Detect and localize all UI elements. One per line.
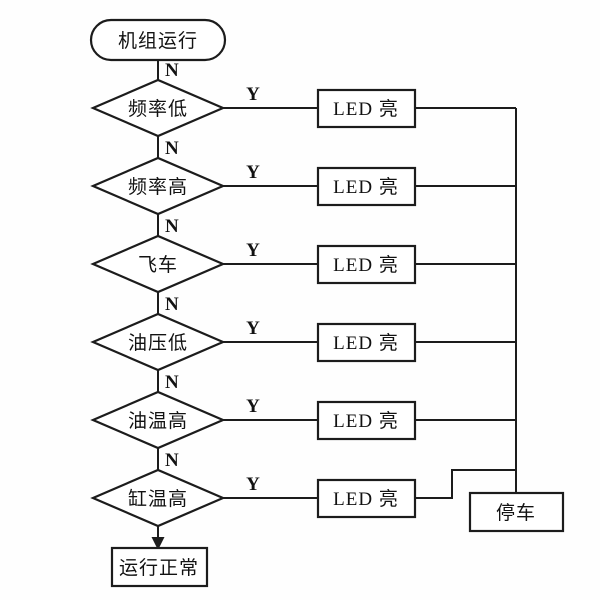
yes-branch-label: Y xyxy=(246,84,260,105)
start-node: 机组运行 xyxy=(89,18,227,62)
stop-label: 停车 xyxy=(496,502,536,524)
no-branch-label: N xyxy=(165,294,179,315)
led-action-label: LED 亮 xyxy=(333,410,399,432)
decision-diamond-oil-pressure-low xyxy=(90,312,226,372)
decision-row-cylinder-temp-high: N 缸温高 Y LED 亮 xyxy=(90,450,417,528)
led-action-label: LED 亮 xyxy=(333,176,399,198)
led-action-label: LED 亮 xyxy=(333,98,399,120)
normal-operation-box xyxy=(110,546,209,588)
decision-diamond-frequency-high xyxy=(90,156,226,216)
normal-operation-label: 运行正常 xyxy=(119,557,199,579)
decision-diamond-oil-temp-high xyxy=(90,390,226,450)
no-branch-label: N xyxy=(165,450,179,471)
yes-branch-label: Y xyxy=(246,318,260,339)
decision-diamond-frequency-low xyxy=(90,78,226,138)
yes-branch-label: Y xyxy=(246,474,260,495)
decision-diamond-cylinder-temp-high xyxy=(90,468,226,528)
led-action-box xyxy=(316,400,417,441)
start-terminator-shape xyxy=(89,18,227,62)
decision-diamond-overspeed xyxy=(90,234,226,294)
decision-row-frequency-low: N 频率低 Y LED 亮 xyxy=(90,60,417,138)
no-branch-label: N xyxy=(165,60,179,81)
decision-label: 油压低 xyxy=(128,332,188,354)
decision-label: 频率高 xyxy=(128,176,188,198)
led-action-box xyxy=(316,166,417,207)
stop-box xyxy=(468,491,565,533)
led-action-label: LED 亮 xyxy=(333,254,399,276)
no-branch-label: N xyxy=(165,216,179,237)
decision-label: 频率低 xyxy=(128,98,188,120)
led-to-trunk-lines xyxy=(415,107,516,421)
no-branch-label: N xyxy=(165,372,179,393)
led6-jog-line xyxy=(415,469,516,499)
led-action-box xyxy=(316,244,417,285)
no-branch-label: N xyxy=(165,138,179,159)
led-action-box xyxy=(316,478,417,519)
start-label: 机组运行 xyxy=(118,30,198,52)
decision-row-oil-pressure-low: N 油压低 Y LED 亮 xyxy=(90,294,417,372)
decision-label: 飞车 xyxy=(138,254,178,276)
decision-row-oil-temp-high: N 油温高 Y LED 亮 xyxy=(90,372,417,450)
decision-row-frequency-high: N 频率高 Y LED 亮 xyxy=(90,138,417,216)
stop-node: 停车 xyxy=(468,491,565,533)
yes-branch-label: Y xyxy=(246,162,260,183)
led-action-box xyxy=(316,322,417,363)
led-action-label: LED 亮 xyxy=(333,332,399,354)
yes-branch-label: Y xyxy=(246,240,260,261)
decision-row-overspeed: N 飞车 Y LED 亮 xyxy=(90,216,417,294)
led-action-box xyxy=(316,88,417,129)
led-action-label: LED 亮 xyxy=(333,488,399,510)
arrowhead-to-normal xyxy=(151,537,165,550)
yes-branch-lines xyxy=(223,107,318,499)
decision-label: 油温高 xyxy=(128,410,188,432)
decision-label: 缸温高 xyxy=(128,488,188,510)
yes-branch-label: Y xyxy=(246,396,260,417)
normal-operation-node: 运行正常 xyxy=(110,546,209,588)
